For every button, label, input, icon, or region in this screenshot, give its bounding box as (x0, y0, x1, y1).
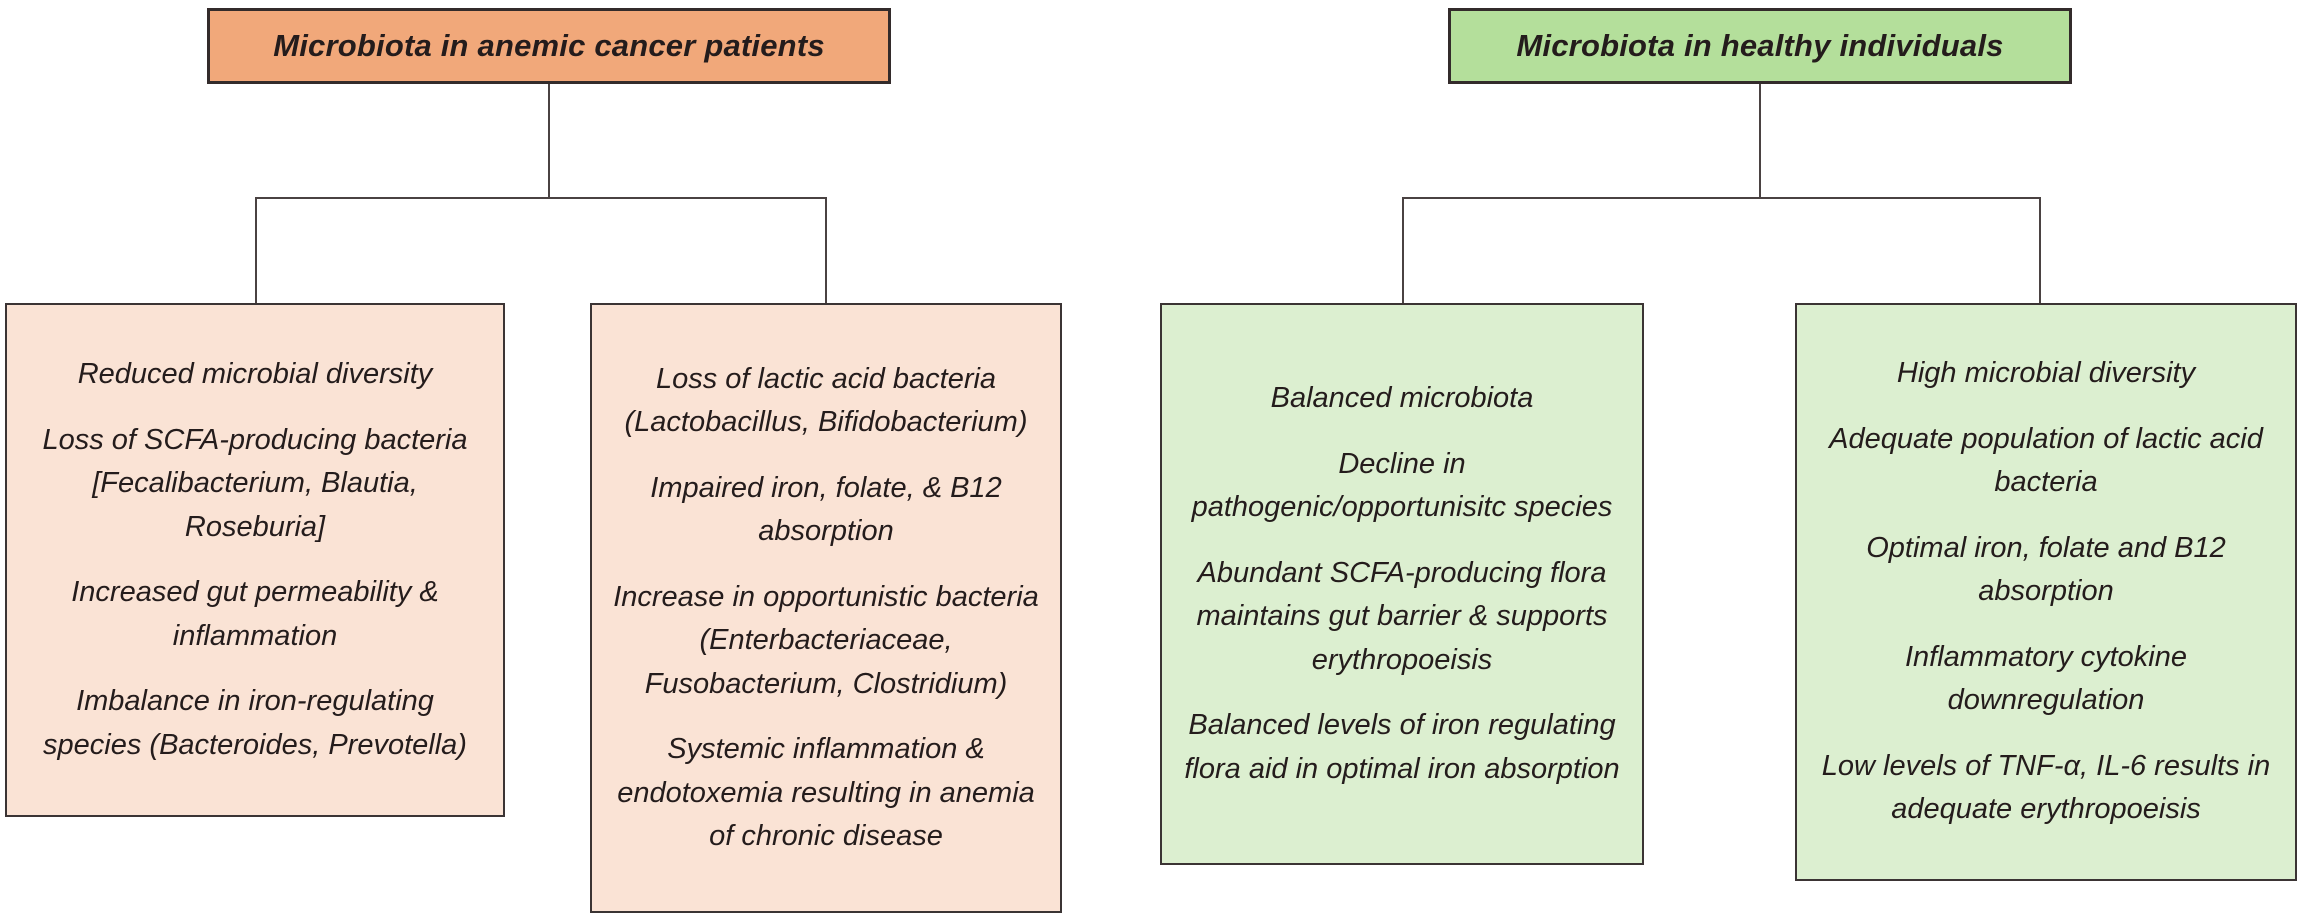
finding-text: Balanced microbiota (1270, 382, 1534, 414)
header-anemic-cancer-patients: Microbiota in anemic cancer patients (207, 8, 891, 84)
finding-text: Increased gut permeability & inflammatio… (71, 576, 439, 652)
finding-text: Reduced microbial diversity (77, 358, 433, 390)
finding-text: Adequate population of lactic acid bacte… (1829, 422, 2263, 499)
connector-anemic-stem (548, 84, 550, 197)
header-healthy-individuals: Microbiota in healthy individuals (1448, 8, 2072, 84)
finding-text: High microbial diversity (1896, 357, 2196, 390)
finding-text: Imbalance in iron-regulating species (Ba… (43, 685, 467, 761)
finding-text: Inflammatory cytokine downregulation (1904, 640, 2188, 717)
connector-healthy-drop-left (1402, 197, 1404, 303)
finding-text: Decline in pathogenic/opportunisitc spec… (1191, 447, 1613, 524)
finding-text: Impaired iron, folate, & B12 absorption (650, 471, 1002, 548)
finding-text: Systemic inflammation & endotoxemia resu… (617, 733, 1035, 852)
finding-text: Low levels of TNF-α, IL-6 results in ade… (1821, 749, 2271, 826)
connector-healthy-stem (1759, 84, 1761, 197)
finding-text: Optimal iron, folate and B12 absorption (1866, 531, 2226, 608)
finding-text: Abundant SCFA-producing flora maintains … (1196, 556, 1608, 676)
connector-healthy-drop-right (2039, 197, 2041, 303)
finding-text: Loss of lactic acid bacteria (Lactobacil… (624, 362, 1028, 439)
connector-healthy-rail (1402, 197, 2041, 199)
finding-text: Loss of SCFA-producing bacteria [Fecalib… (42, 423, 468, 543)
connector-anemic-drop-right (825, 197, 827, 303)
finding-text: Increase in opportunistic bacteria (Ente… (613, 580, 1039, 700)
connector-anemic-rail (255, 197, 827, 199)
box-anemic-bacteria-findings: Loss of lactic acid bacteria (Lactobacil… (590, 303, 1062, 913)
connector-anemic-drop-left (255, 197, 257, 303)
finding-text: Balanced levels of iron regulating flora… (1184, 709, 1620, 785)
